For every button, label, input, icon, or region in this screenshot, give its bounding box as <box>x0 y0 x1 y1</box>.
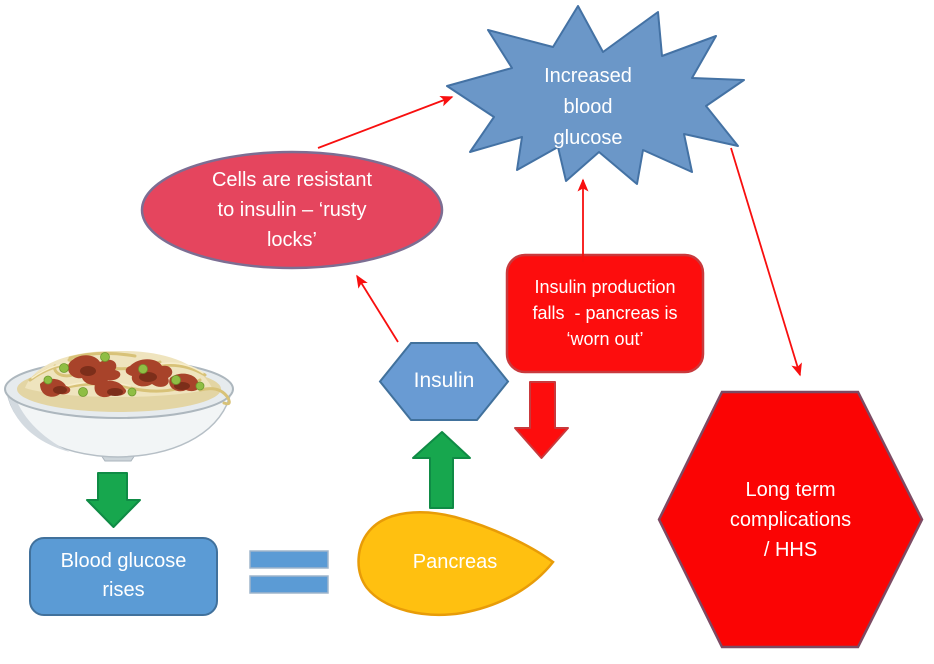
long-term-complications-hexagon <box>657 390 924 649</box>
connector-insulin-to-ellipse <box>356 274 399 343</box>
connector-ellipse-to-burst <box>317 95 454 149</box>
insulin-hexagon <box>378 342 510 421</box>
arrow-insulin-drop <box>514 381 569 459</box>
pancreas-shape <box>357 511 555 617</box>
arrow-food-to-blood-glucose <box>86 472 141 528</box>
insulin-production-box <box>505 253 705 374</box>
connector-burst-to-complications <box>730 147 802 377</box>
spaghetti-bowl-image <box>4 350 234 462</box>
blood-glucose-rises-box <box>29 537 218 616</box>
equals-sign <box>249 550 329 594</box>
cells-resistant-ellipse <box>140 150 444 270</box>
peas <box>43 352 205 397</box>
arrow-pancreas-to-insulin <box>412 431 471 509</box>
increased-blood-glucose-burst <box>446 5 745 185</box>
